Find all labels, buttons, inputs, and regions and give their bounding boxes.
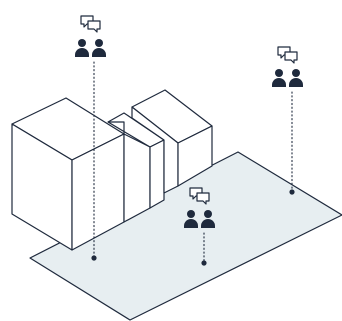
speech-bubbles-icon [277, 46, 298, 64]
group-left [75, 15, 106, 57]
building-block-right [131, 89, 213, 194]
location-pin-left [91, 255, 97, 261]
location-pin-right [289, 189, 295, 195]
building-block-middle [107, 112, 165, 223]
speech-bubbles-icon [80, 15, 101, 33]
group-right [272, 46, 303, 87]
speech-bubbles-icon [189, 187, 210, 205]
building-block-large [11, 97, 125, 251]
two-people-icon [75, 39, 106, 57]
two-people-icon [272, 69, 303, 87]
location-pin-center [201, 260, 207, 266]
group-center [184, 187, 215, 228]
two-people-icon [184, 210, 215, 228]
